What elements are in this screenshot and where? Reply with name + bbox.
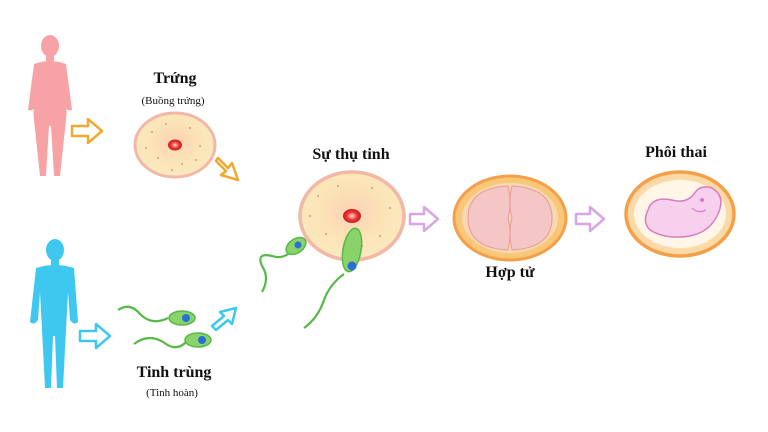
sperm-fertilizing-icon: [259, 227, 363, 329]
egg-source-label: (Buồng trứng): [141, 95, 205, 107]
arrow-female-icon: [70, 117, 104, 145]
male-figure-icon: [30, 239, 78, 388]
embryo-label: Phôi thai: [645, 144, 707, 161]
fertilization-egg-icon: [298, 170, 406, 262]
embryo-icon: [624, 170, 736, 258]
zygote-label: Hợp tử: [485, 264, 535, 281]
arrow-process-1-icon: [408, 205, 440, 233]
sperm-source-label: (Tinh hoàn): [146, 387, 198, 399]
egg-cell-icon: [133, 111, 217, 179]
arrow-sperm-icon: [210, 306, 238, 332]
egg-label: Trứng: [153, 70, 197, 87]
female-figure-icon: [28, 35, 72, 176]
zygote-icon: [452, 174, 568, 262]
sperm-label: Tinh trùng: [136, 364, 212, 381]
arrow-process-2-icon: [574, 205, 606, 233]
sperm-cell-icon: [117, 305, 212, 349]
arrow-egg-icon: [214, 156, 240, 182]
fertilization-label: Sự thụ tinh: [312, 146, 390, 163]
arrow-male-icon: [78, 322, 112, 350]
